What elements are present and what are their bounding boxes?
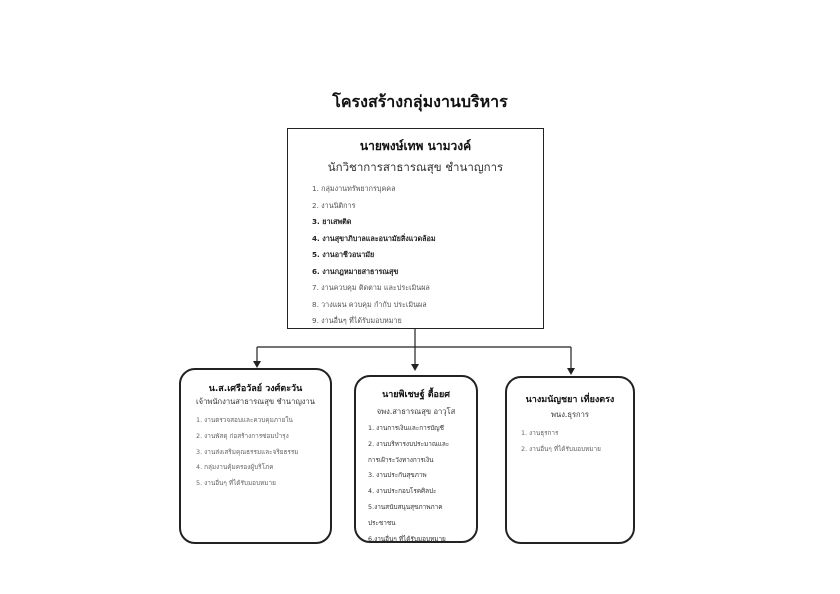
subunit-duty-item: 1. งานตรวจสอบและควบคุมภายใน — [196, 416, 293, 424]
head-duty-item: 8. วางแผน ควบคุม กำกับ ประเมินผล — [312, 299, 427, 309]
subunit-duty-item: 4. กลุ่มงานคุ้มครองผู้บริโภค — [196, 463, 274, 472]
head-duty-item: 7. งานควบคุม ติดตาม และประเมินผล — [312, 283, 430, 292]
arrowhead-left — [253, 361, 261, 368]
subunit-duty-list: 1. งานธุรการ 2. งานอื่นๆ ที่ได้รับมอบหมา… — [521, 425, 601, 457]
head-duty-item: 4. งานสุขาภิบาลและอนามัยสิ่งแวดล้อม — [312, 233, 436, 243]
arrowhead-right — [567, 368, 575, 375]
subunit-duty-item: 5.งานสนับสนุนสุขภาพภาค — [368, 502, 443, 511]
subunit-duty-item: 3. งานส่งเสริมคุณธรรมและจริยธรรม — [196, 447, 299, 456]
subunit-duty-item: 6.งานอื่นๆ ที่ได้รับมอบหมาย — [368, 534, 446, 543]
arrowhead-center — [411, 364, 419, 371]
subunit-duty-item: 5. งานอื่นๆ ที่ได้รับมอบหมาย — [196, 479, 276, 488]
subunit-duty-item: 2. งานอื่นๆ ที่ได้รับมอบหมาย — [521, 445, 601, 453]
subunit-duty-item: การเฝ้าระวังทางการเงิน — [368, 455, 434, 464]
head-duty-item: 3. ยาเสพติด — [312, 217, 352, 226]
subunit-position: จพง.สาธารณสุข อาวุโส — [376, 407, 456, 416]
head-box: นายพงษ์เทพ นามวงค์ นักวิชาการสาธารณสุข ช… — [287, 128, 544, 329]
subunit-box-clerical: นางมนัญชยา เที่ยงตรง พนง.ธุรการ 1. งานธุ… — [505, 376, 635, 544]
head-duty-item: 5. งานอาชีวอนามัย — [312, 250, 375, 259]
subunit-duty-item: 2. งานบริหารงบประมาณและ — [368, 439, 450, 448]
subunit-duty-list: 1. งานการเงินและการบัญชี 2. งานบริหารงบป… — [368, 421, 449, 547]
head-duty-item: 6. งานกฎหมายสาธารณสุข — [312, 266, 399, 276]
subunit-duty-item: ประชาชน — [368, 518, 396, 527]
subunit-name: นางมนัญชยา เที่ยงตรง — [525, 395, 615, 405]
subunit-duty-item: 4. งานประกอบโรคศิลปะ — [368, 487, 437, 496]
subunit-duty-item: 2. งานพัสดุ ก่อสร้างการซ่อมบำรุง — [196, 431, 289, 440]
head-duty-list: 1. กลุ่มงานทรัพยากรบุคคล 2. งานนิติการ 3… — [312, 181, 436, 330]
head-position: นักวิชาการสาธารณสุข ชำนาญการ — [327, 160, 504, 174]
head-duty-item: 9. งานอื่นๆ ที่ได้รับมอบหมาย — [312, 316, 402, 325]
head-duty-item: 2. งานนิติการ — [312, 200, 356, 210]
subunit-name: น.ส.เศรีอวัลย์ วงศ์ตะวัน — [208, 384, 303, 394]
subunit-position: พนง.ธุรการ — [551, 410, 589, 419]
subunit-duty-item: 3. งานประกันสุขภาพ — [368, 471, 427, 480]
subunit-name: นายพิเชษฐ์ ตื้อยศ — [382, 390, 450, 400]
subunit-duty-item: 1. งานการเงินและการบัญชี — [368, 424, 444, 432]
head-duty-item: 1. กลุ่มงานทรัพยากรบุคคล — [312, 184, 396, 193]
subunit-box-finance-control: น.ส.เศรีอวัลย์ วงศ์ตะวัน เจ้าพนักงานสาธา… — [179, 368, 332, 544]
subunit-box-accounting: นายพิเชษฐ์ ตื้อยศ จพง.สาธารณสุข อาวุโส 1… — [354, 375, 478, 543]
head-name: นายพงษ์เทพ นามวงค์ — [359, 139, 472, 153]
chart-title: โครงสร้างกลุ่มงานบริหาร — [332, 92, 508, 111]
subunit-duty-item: 1. งานธุรการ — [521, 429, 559, 437]
subunit-duty-list: 1. งานตรวจสอบและควบคุมภายใน 2. งานพัสดุ … — [196, 413, 299, 492]
subunit-position: เจ้าพนักงานสาธารณสุข ชำนาญงาน — [196, 397, 315, 406]
